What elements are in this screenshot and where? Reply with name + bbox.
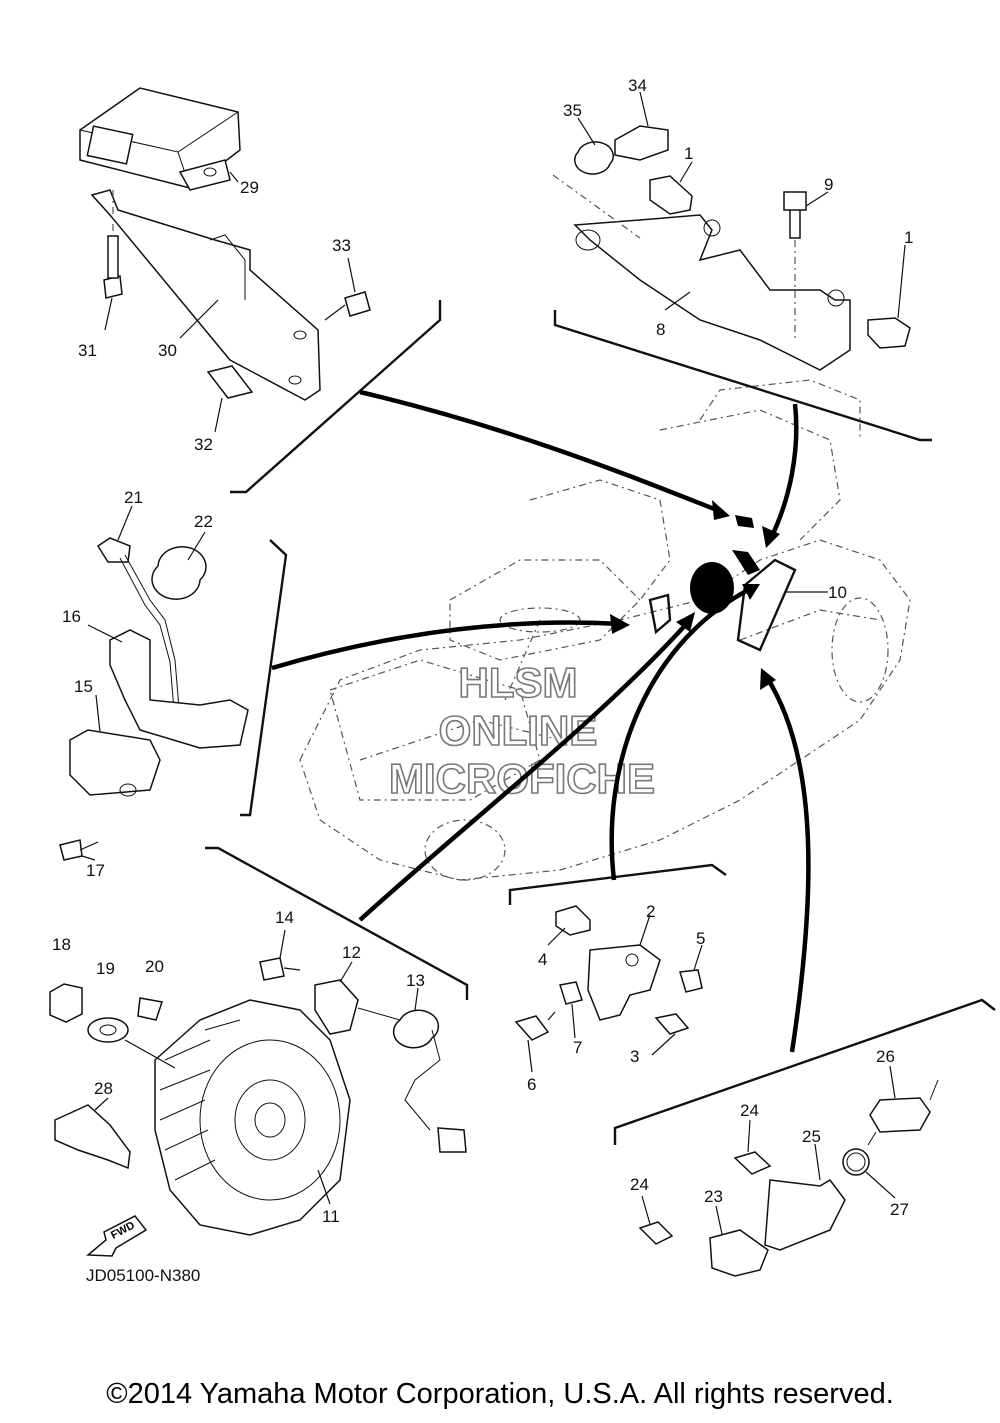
ignition-coil-group bbox=[59, 505, 249, 861]
label-part-6: 6 bbox=[527, 1075, 536, 1094]
label-part-1: 1 bbox=[904, 228, 913, 247]
key-20 bbox=[137, 997, 163, 1021]
label-part-20: 20 bbox=[145, 957, 164, 976]
label-part-24: 24 bbox=[740, 1101, 759, 1120]
label-part-18: 18 bbox=[52, 935, 71, 954]
label-part-11: 11 bbox=[322, 1207, 340, 1226]
group-frames bbox=[205, 300, 996, 1145]
sensor-group bbox=[638, 591, 939, 1277]
bracket-25 bbox=[764, 1179, 846, 1251]
label-part-19: 19 bbox=[96, 959, 115, 978]
nut-18 bbox=[49, 983, 83, 1023]
rubber-damper bbox=[206, 365, 254, 399]
engine-bracket-8 bbox=[573, 214, 851, 371]
bolt-1-top bbox=[649, 175, 693, 215]
bolt-9 bbox=[783, 191, 807, 211]
connector bbox=[437, 1127, 467, 1153]
label-part-10: 10 bbox=[828, 583, 847, 602]
flywheel-11 bbox=[154, 999, 351, 1236]
label-part-21: 21 bbox=[124, 488, 143, 507]
nut-5 bbox=[679, 969, 703, 993]
bolt-1-right bbox=[867, 317, 911, 349]
switch-26 bbox=[869, 1097, 931, 1133]
nut-7 bbox=[559, 981, 583, 1005]
watermark-line-1: HLSM bbox=[459, 659, 578, 706]
copyright-notice: ©2014 Yamaha Motor Corporation, U.S.A. A… bbox=[106, 1378, 894, 1410]
bracket-group bbox=[552, 91, 911, 371]
label-part-22: 22 bbox=[194, 512, 213, 531]
label-part-32: 32 bbox=[194, 435, 213, 454]
label-part-9: 9 bbox=[824, 175, 833, 194]
bolt-3 bbox=[654, 1013, 690, 1035]
bolt-4 bbox=[555, 905, 591, 936]
label-part-33: 33 bbox=[332, 236, 351, 255]
label-part-25: 25 bbox=[802, 1127, 821, 1146]
label-part-16: 16 bbox=[62, 607, 81, 626]
grommet-13 bbox=[392, 1009, 440, 1049]
grommet-34 bbox=[614, 125, 669, 161]
label-part-8: 8 bbox=[656, 320, 665, 339]
label-part-34: 34 bbox=[628, 76, 647, 95]
bolt-24-bottom bbox=[638, 1221, 674, 1245]
label-part-27: 27 bbox=[890, 1200, 909, 1219]
coil-bracket-16 bbox=[109, 629, 249, 749]
bolt-14 bbox=[259, 957, 285, 981]
label-part-3: 3 bbox=[630, 1047, 639, 1066]
sensor-28 bbox=[54, 1104, 131, 1170]
label-part-24: 24 bbox=[630, 1175, 649, 1194]
bolt-24-top bbox=[733, 1151, 772, 1175]
label-part-30: 30 bbox=[158, 341, 177, 360]
label-part-28: 28 bbox=[94, 1079, 113, 1098]
stay-group bbox=[514, 905, 703, 1073]
label-part-26: 26 bbox=[876, 1047, 895, 1066]
label-part-4: 4 bbox=[538, 950, 547, 969]
label-part-14: 14 bbox=[275, 908, 294, 927]
ignition-coil-15 bbox=[69, 729, 161, 796]
diagram-code: JD05100-N380 bbox=[86, 1266, 201, 1285]
label-part-13: 13 bbox=[406, 971, 425, 990]
callout-arrows bbox=[271, 389, 811, 1053]
forward-arrow-icon bbox=[86, 1215, 148, 1257]
bolt-6 bbox=[514, 1015, 550, 1041]
flywheel-group: FWD bbox=[49, 929, 467, 1257]
washer-19 bbox=[87, 1017, 129, 1043]
part-number-labels: 1 1 2 3 4 5 6 7 8 9 10 11 12 13 14 15 16… bbox=[52, 76, 913, 1226]
label-part-1: 1 bbox=[684, 144, 693, 163]
pickup-coil-12 bbox=[314, 979, 359, 1035]
label-part-17: 17 bbox=[86, 861, 105, 880]
label-part-23: 23 bbox=[704, 1187, 723, 1206]
label-part-12: 12 bbox=[342, 943, 361, 962]
vehicle-outline bbox=[299, 379, 911, 881]
plug-cap bbox=[96, 537, 131, 563]
grommet-22 bbox=[151, 546, 207, 600]
label-part-29: 29 bbox=[240, 178, 259, 197]
label-part-35: 35 bbox=[563, 101, 582, 120]
label-part-2: 2 bbox=[646, 902, 655, 921]
holder-23 bbox=[709, 1229, 769, 1277]
label-part-15: 15 bbox=[74, 677, 93, 696]
bracket-2 bbox=[587, 944, 661, 1021]
grommet-35 bbox=[573, 141, 615, 175]
watermark-line-2: ONLINE bbox=[439, 707, 598, 754]
label-part-31: 31 bbox=[78, 341, 97, 360]
label-part-7: 7 bbox=[573, 1038, 582, 1057]
bolt-17 bbox=[59, 839, 83, 861]
label-part-5: 5 bbox=[696, 929, 705, 948]
cdi-unit-group bbox=[79, 87, 371, 433]
cdi-bracket bbox=[90, 189, 321, 401]
